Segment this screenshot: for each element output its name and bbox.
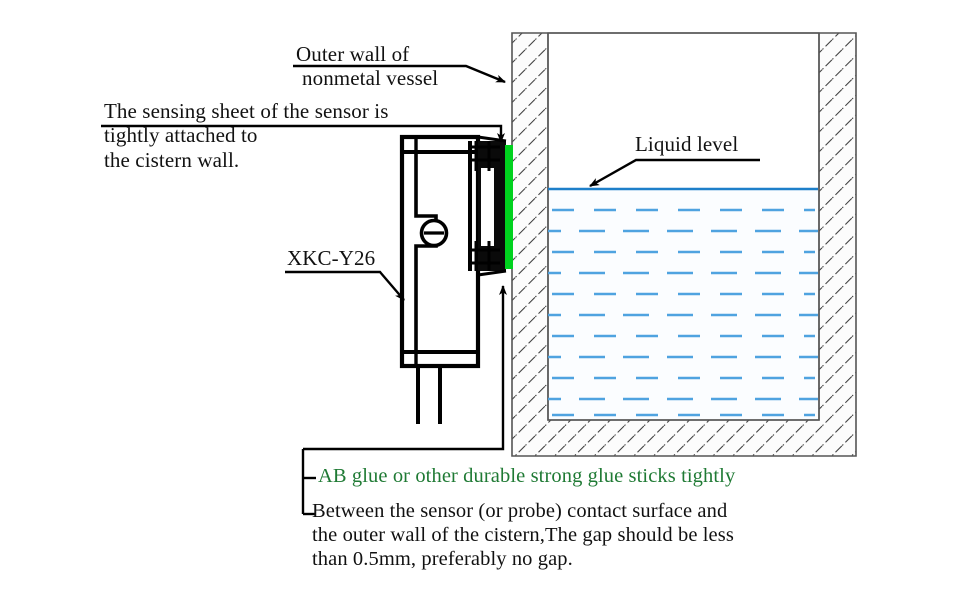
label-liquid-level: Liquid level — [635, 132, 739, 156]
label-outer-wall-line2: nonmetal vessel — [302, 66, 439, 91]
ab-glue-strip — [505, 145, 513, 269]
label-sensing-sheet-line1: The sensing sheet of the sensor is — [104, 99, 389, 123]
label-ab-glue: AB glue or other durable strong glue sti… — [318, 465, 736, 487]
label-gap-note-line3: than 0.5mm, preferably no gap. — [312, 547, 573, 570]
callout-outer-wall-leader — [293, 64, 506, 84]
vessel-cavity-outline — [547, 32, 820, 421]
probe-bottom-bracket — [472, 241, 500, 271]
sensing-probe-block — [468, 135, 507, 277]
sensor-body — [399, 134, 481, 369]
sensor-wires — [416, 366, 442, 424]
callout-liquid-level-leader — [589, 158, 760, 188]
label-gap-note-line2: the outer wall of the cistern,The gap sh… — [312, 523, 734, 546]
label-sensing-sheet-line3: the cistern wall. — [104, 147, 240, 172]
liquid-fill — [549, 189, 818, 419]
liquid-dash-rows — [548, 208, 818, 417]
liquid-body — [548, 187, 818, 419]
callout-sensing-sheet-leader — [101, 124, 505, 143]
callout-glue-leader — [301, 285, 507, 516]
sensor-housing-outline — [399, 134, 481, 369]
probe-inner-slot — [481, 168, 494, 246]
label-sensing-sheet-line2: tightly attached to — [104, 123, 258, 148]
label-gap-note: Between the sensor (or probe) contact su… — [312, 500, 734, 571]
label-outer-wall-line1: Outer wall of — [296, 42, 410, 66]
label-sensor-model: XKC-Y26 — [287, 246, 376, 270]
label-gap-note-line1: Between the sensor (or probe) contact su… — [312, 500, 728, 522]
probe-top-bracket — [472, 141, 500, 171]
vessel-walls — [511, 32, 857, 457]
callout-xkc-leader — [285, 270, 405, 301]
